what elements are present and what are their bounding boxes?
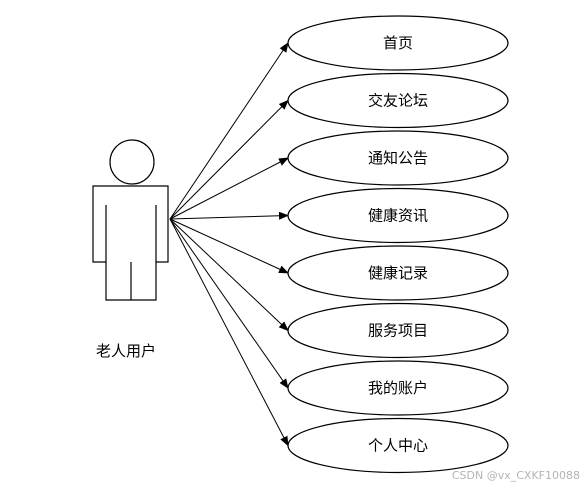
use-case-profile: 个人中心 (287, 417, 509, 474)
association-arrows (169, 42, 289, 447)
use-case-notice: 通知公告 (287, 130, 509, 186)
arrow-account (169, 218, 289, 389)
use-case-label: 首页 (383, 34, 413, 52)
arrow-profile (169, 218, 289, 447)
use-case-ellipse (287, 72, 509, 129)
use-case-forum: 交友论坛 (287, 72, 509, 129)
use-case-health-info: 健康资讯 (287, 187, 509, 244)
use-case-health-record: 健康记录 (287, 245, 509, 301)
use-case-ellipse (287, 360, 509, 416)
use-case-account: 我的账户 (287, 360, 509, 416)
use-case-ellipse (287, 130, 509, 186)
use-case-ellipse (287, 417, 509, 474)
use-case-service: 服务项目 (287, 302, 509, 359)
arrow-notice (169, 157, 289, 220)
use-case-label: 我的账户 (368, 379, 428, 397)
arrow-service (169, 218, 289, 332)
actor-label: 老人用户 (96, 342, 156, 360)
actor-figure (92, 139, 169, 301)
watermark: CSDN @vx_CXKF10088 (451, 469, 580, 482)
use-case-label: 个人中心 (368, 437, 428, 455)
use-case-ellipse (287, 245, 509, 301)
arrow-health-record (169, 218, 289, 274)
arrow-health-info (169, 211, 289, 220)
use-case-label: 交友论坛 (368, 92, 428, 110)
use-case-ellipse (287, 15, 509, 71)
use-case-ellipse (287, 187, 509, 244)
arrow-forum (169, 99, 289, 220)
arrow-home (169, 42, 289, 220)
use-case-label: 服务项目 (368, 322, 428, 340)
use-case-ellipse (287, 302, 509, 359)
use-case-label: 通知公告 (368, 149, 428, 167)
actor-head (109, 139, 155, 185)
use-case-label: 健康资讯 (368, 207, 428, 225)
use-case-label: 健康记录 (368, 264, 428, 282)
actor-body (92, 185, 169, 301)
use-case-home: 首页 (287, 15, 509, 71)
